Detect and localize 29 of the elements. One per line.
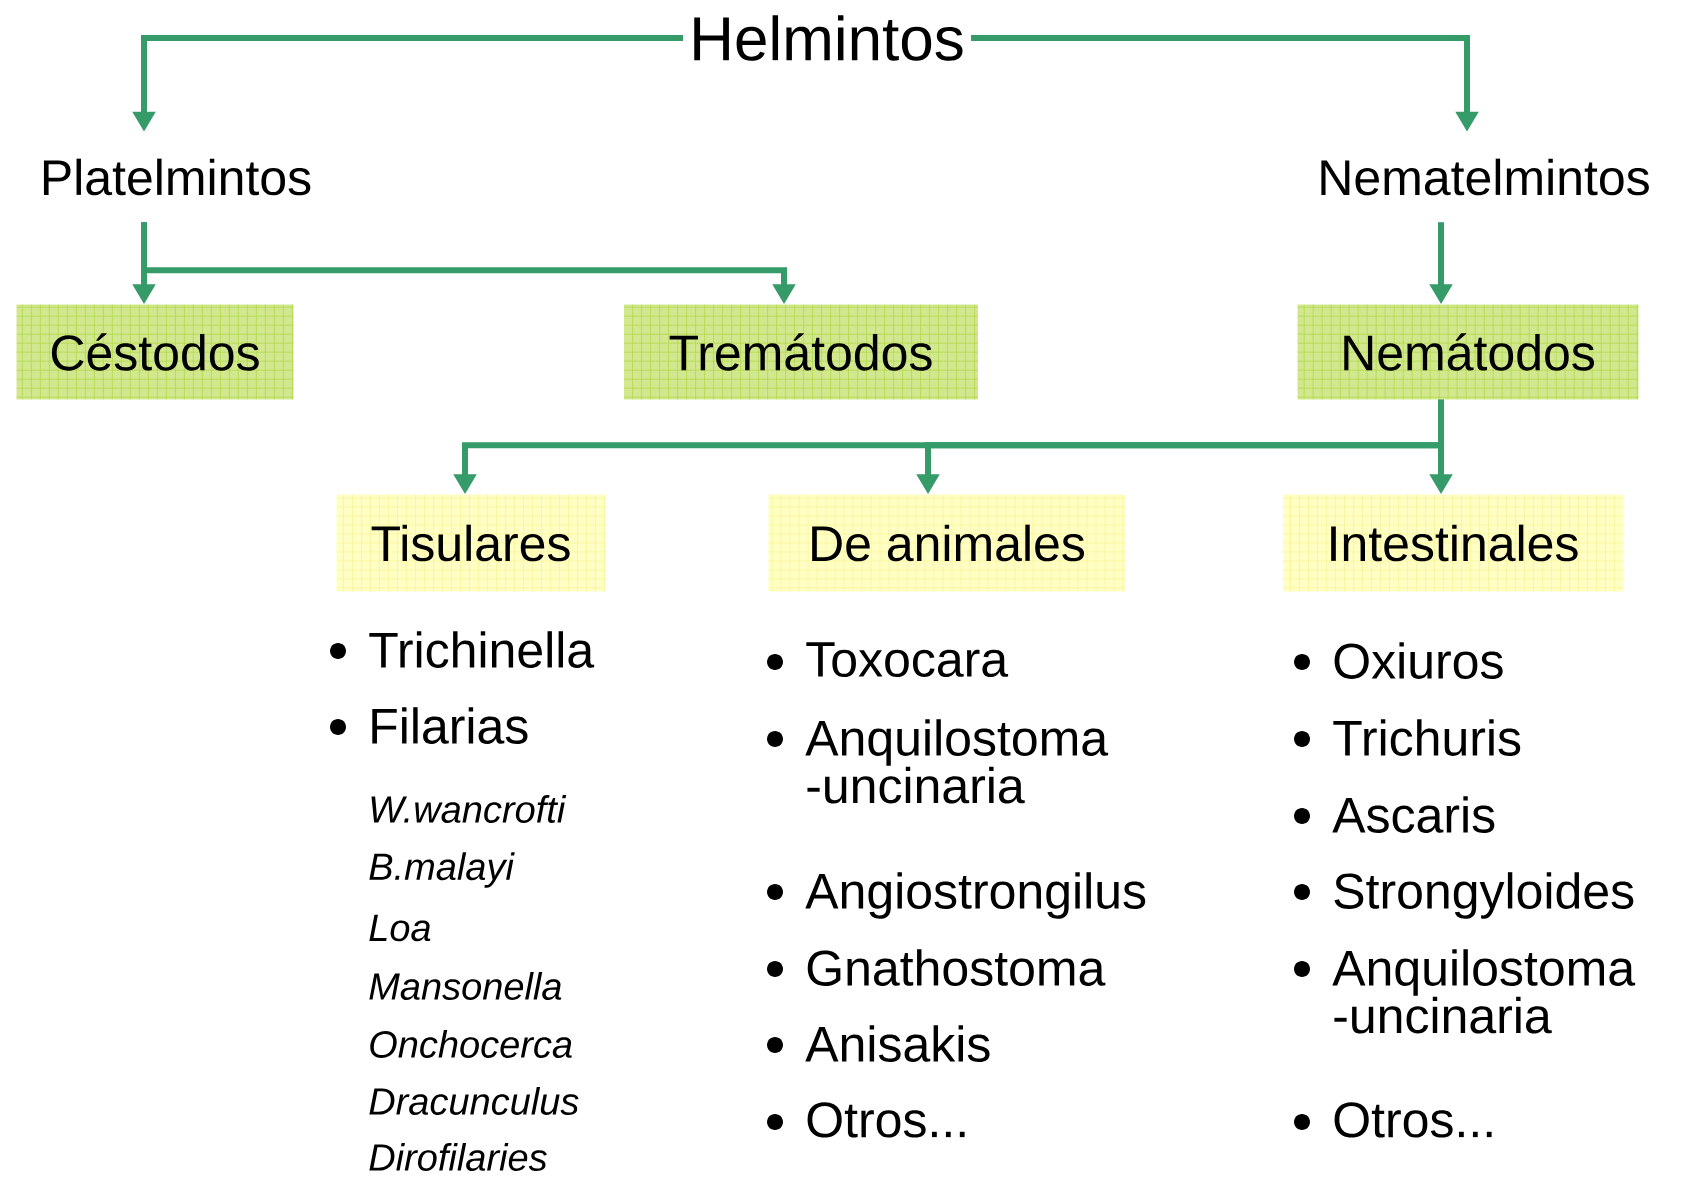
- species-name: B.malayi: [369, 852, 515, 888]
- category-box: Tremátodos: [624, 304, 978, 400]
- species-name: Onchocerca: [370, 1030, 572, 1058]
- list-item: Toxocara: [806, 642, 1009, 678]
- heading-text: Helmintos: [694, 15, 963, 61]
- list-item: Trichuris: [1333, 719, 1521, 756]
- list-item: Anquilostoma -uncinaria: [1332, 949, 1636, 1034]
- list-item: Strongyloides: [1334, 872, 1634, 919]
- list-item: Anisakis: [805, 1025, 990, 1062]
- category-box: Céstodos: [16, 304, 294, 400]
- list-item: Filarias: [372, 707, 528, 744]
- category-box: Intestinales: [1283, 494, 1623, 592]
- list-item: Oxiuros: [1334, 642, 1503, 679]
- category-box: De animales: [768, 494, 1126, 592]
- list-item: Otros...: [807, 1102, 965, 1138]
- heading-text: Nematelmintos: [1321, 158, 1649, 196]
- species-name: Loa: [369, 914, 431, 942]
- list-item: Gnathostoma: [807, 949, 1106, 986]
- category-box: Nemátodos: [1297, 304, 1639, 400]
- species-name: Dirofilaries: [369, 1143, 547, 1171]
- list-item: Ascaris: [1332, 796, 1495, 833]
- category-box: Tisulares: [336, 494, 606, 592]
- list-item: Anquilostoma -uncinaria: [805, 719, 1109, 804]
- heading-text: Platelmintos: [43, 158, 311, 196]
- species-name: W.wancrofti: [371, 795, 567, 823]
- species-name: Mansonella: [369, 972, 562, 1000]
- species-name: Dracunculus: [369, 1087, 579, 1115]
- list-item: Otros...: [1334, 1102, 1492, 1138]
- list-item: Angiostrongilus: [805, 872, 1146, 919]
